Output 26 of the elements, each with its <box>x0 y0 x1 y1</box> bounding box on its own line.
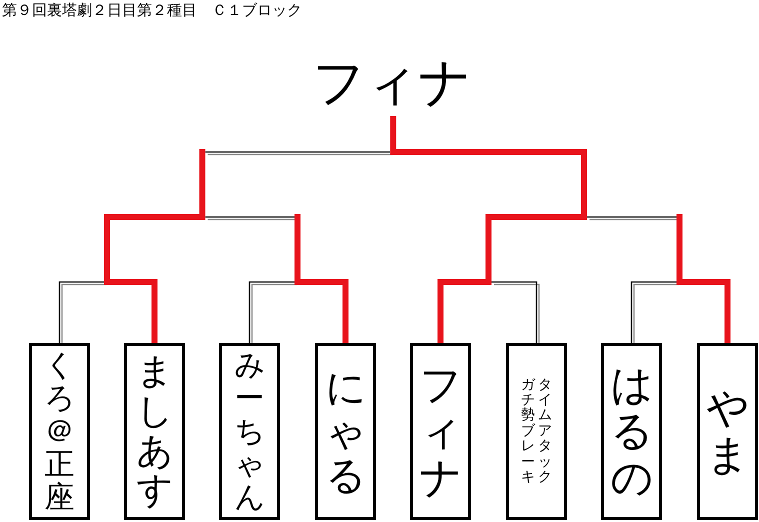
player-card <box>315 343 376 520</box>
player-card <box>410 343 471 520</box>
player-name: タイムアタックガチ勢ブレーキ <box>521 378 552 486</box>
player-name: はるの <box>610 362 652 501</box>
diagram-title: 第９回裏塔劇２日目第２種目 Ｃ１ブロック <box>2 1 302 19</box>
bracket-line <box>492 281 538 343</box>
player-name: フィナ <box>420 362 462 501</box>
winner-name: フィナ <box>300 50 484 116</box>
player-name: くろ＠正座 <box>44 349 74 514</box>
player-name: やま <box>706 385 748 478</box>
bracket-line <box>630 281 676 343</box>
advance-line <box>676 214 730 343</box>
bracket-line <box>58 281 104 343</box>
player-card <box>219 343 280 520</box>
player-card <box>506 343 567 520</box>
advance-line <box>390 116 587 343</box>
advance-line <box>104 149 206 343</box>
player-card <box>697 343 758 520</box>
player-card <box>124 343 185 520</box>
player-name: にゃる <box>326 366 366 498</box>
player-card <box>601 343 662 520</box>
player-name: みーちゃん <box>234 349 264 514</box>
player-name: ましあす <box>136 352 172 511</box>
bracket-line <box>248 281 294 343</box>
player-card <box>29 343 90 520</box>
advance-line <box>294 214 348 343</box>
